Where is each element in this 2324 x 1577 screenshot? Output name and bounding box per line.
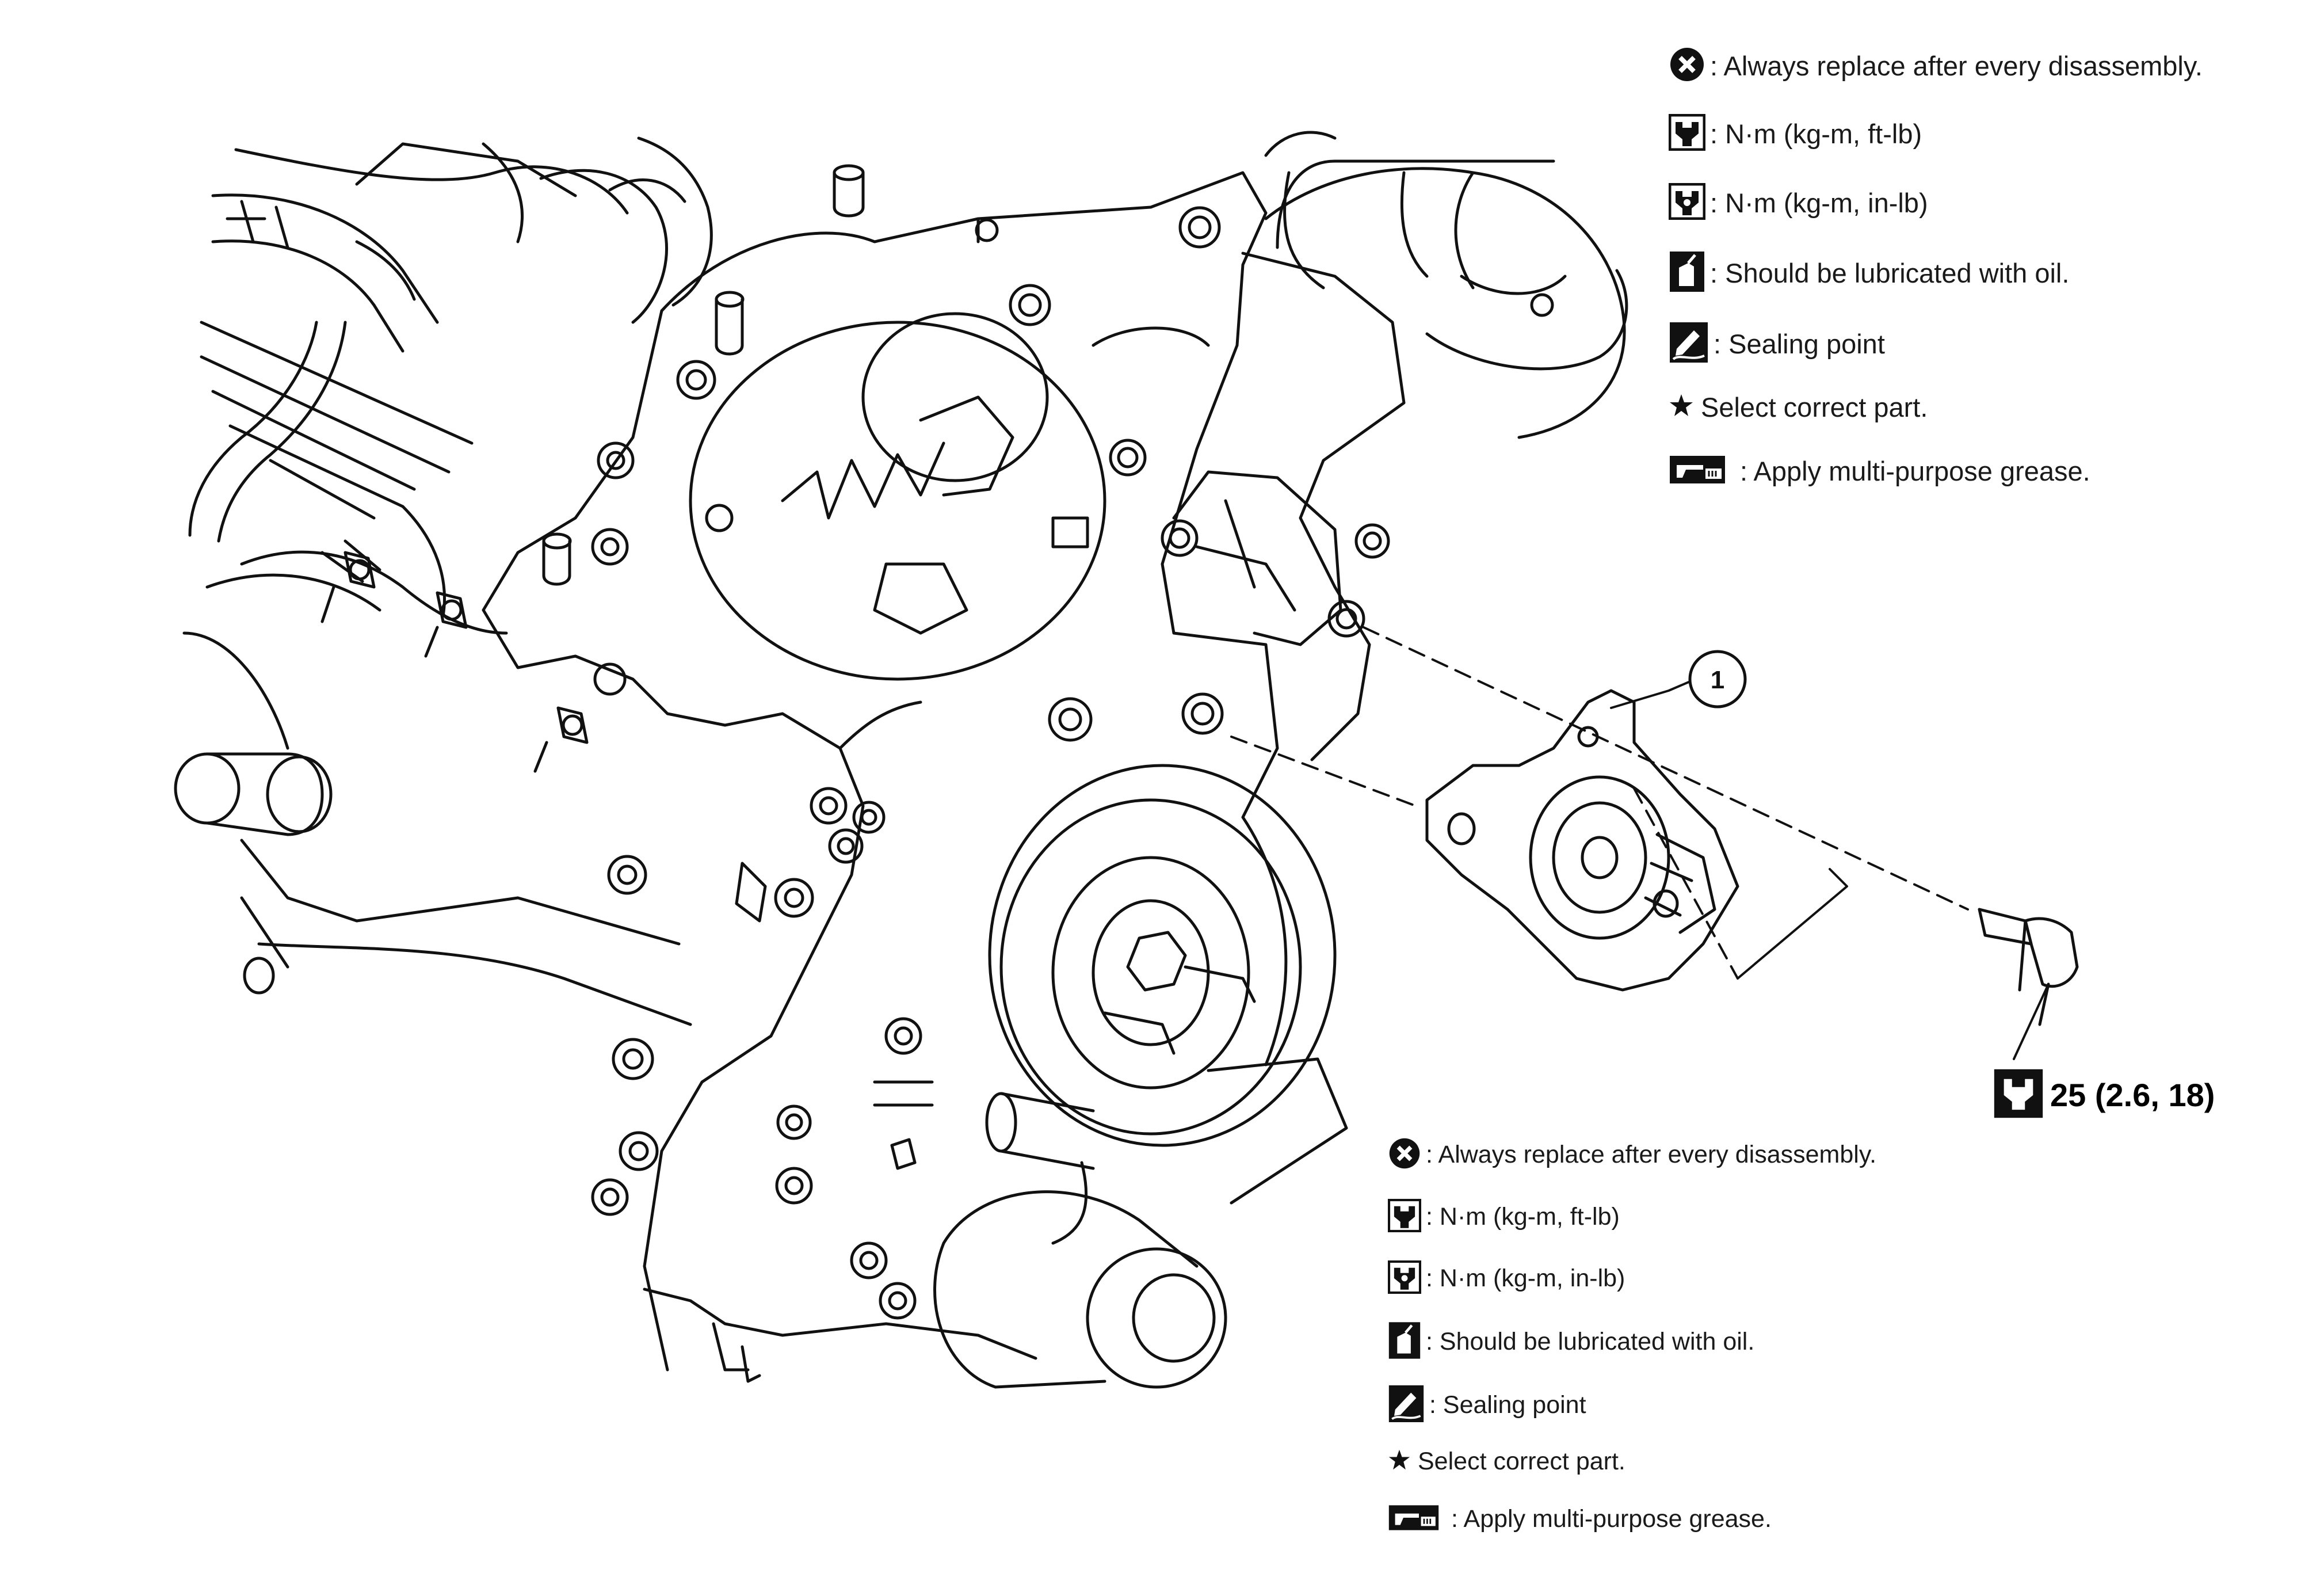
alignment-lines <box>1230 626 1969 980</box>
legend-text: : Sealing point <box>1429 1391 1586 1419</box>
legend-text: : Should be lubricated with oil. <box>1710 258 2070 288</box>
legend-text: : N·m (kg-m, in-lb) <box>1710 188 1928 218</box>
grease-gun-icon <box>1388 1504 1440 1534</box>
mounting-holes <box>591 206 1390 1320</box>
torque-wrench-ftlb-icon <box>1668 113 1706 154</box>
left-stub-shaft <box>174 631 692 1026</box>
engine-mount-bracket <box>1172 131 1626 761</box>
torque-wrench-inlb-icon <box>1668 182 1706 223</box>
legend-text: : Apply multi-purpose grease. <box>1740 456 2090 486</box>
torque-wrench-ftlb-icon <box>1387 1198 1422 1235</box>
callout-number: 1 <box>1711 666 1724 694</box>
legend-row: : N·m (kg-m, in-lb) <box>1668 182 1928 223</box>
legend-row: : Should be lubricated with oil. <box>1669 250 2069 296</box>
legend-row: Select correct part. <box>1669 391 1928 423</box>
studs <box>542 164 999 1170</box>
legend-text: : Should be lubricated with oil. <box>1426 1328 1755 1355</box>
torque-spec: 25 (2.6, 18) <box>1993 1068 2215 1122</box>
legend-text: : N·m (kg-m, ft-lb) <box>1710 119 1922 149</box>
left-bolts <box>320 551 589 773</box>
oil-can-icon <box>1669 250 1705 296</box>
grease-gun-icon <box>1669 455 1726 487</box>
cam-sprocket <box>689 312 1106 681</box>
replace-x-icon <box>1669 46 1705 86</box>
legend-text: : N·m (kg-m, ft-lb) <box>1426 1203 1620 1231</box>
legend-row: : Sealing point <box>1388 1384 1586 1426</box>
legend-text: : Always replace after every disassembly… <box>1426 1141 1877 1168</box>
callout-1: 1 <box>1688 650 1747 708</box>
belt-tensioner <box>1425 689 1739 992</box>
legend-row: : N·m (kg-m, in-lb) <box>1387 1260 1625 1297</box>
legend-row: : Always replace after every disassembly… <box>1388 1137 1876 1173</box>
star-icon <box>1669 393 1694 421</box>
legend-text: : Sealing point <box>1714 329 1885 359</box>
legend-row: : N·m (kg-m, ft-lb) <box>1387 1198 1620 1235</box>
replace-x-icon <box>1388 1137 1421 1173</box>
crank-pulley <box>988 764 1337 1147</box>
sealing-point-icon <box>1669 321 1709 367</box>
legend-text: : N·m (kg-m, in-lb) <box>1426 1264 1625 1292</box>
legend-row: : N·m (kg-m, ft-lb) <box>1668 113 1922 154</box>
timing-cover <box>482 171 1288 1383</box>
sealing-point-icon <box>1388 1384 1425 1426</box>
legend-row: Select correct part. <box>1388 1448 1625 1476</box>
legend-text: : Apply multi-purpose grease. <box>1451 1505 1772 1533</box>
torque-wrench-ftlb-icon <box>1993 1068 2044 1122</box>
legend-row: : Should be lubricated with oil. <box>1388 1321 1754 1363</box>
star-icon <box>1388 1449 1411 1475</box>
legend-text: Select correct part. <box>1418 1448 1625 1475</box>
legend-text: : Always replace after every disassembly… <box>1710 51 2203 81</box>
torque-wrench-inlb-icon <box>1387 1260 1422 1297</box>
legend-row: : Always replace after every disassembly… <box>1669 46 2203 86</box>
legend-row: : Apply multi-purpose grease. <box>1669 455 2090 487</box>
legend-text: Select correct part. <box>1701 392 1928 422</box>
upper-right-hoses <box>1276 159 1628 371</box>
legend-row: : Apply multi-purpose grease. <box>1388 1504 1772 1534</box>
tensioner-bolt <box>1978 908 2079 1060</box>
water-pump <box>873 1057 1348 1389</box>
legend-row: : Sealing point <box>1669 321 1885 367</box>
torque-value: 25 (2.6, 18) <box>2050 1077 2215 1113</box>
callout-leader <box>1610 681 1690 709</box>
alignment-lines-solid <box>1737 868 1848 980</box>
oil-can-icon <box>1388 1321 1421 1363</box>
upper-hoses <box>188 136 713 543</box>
